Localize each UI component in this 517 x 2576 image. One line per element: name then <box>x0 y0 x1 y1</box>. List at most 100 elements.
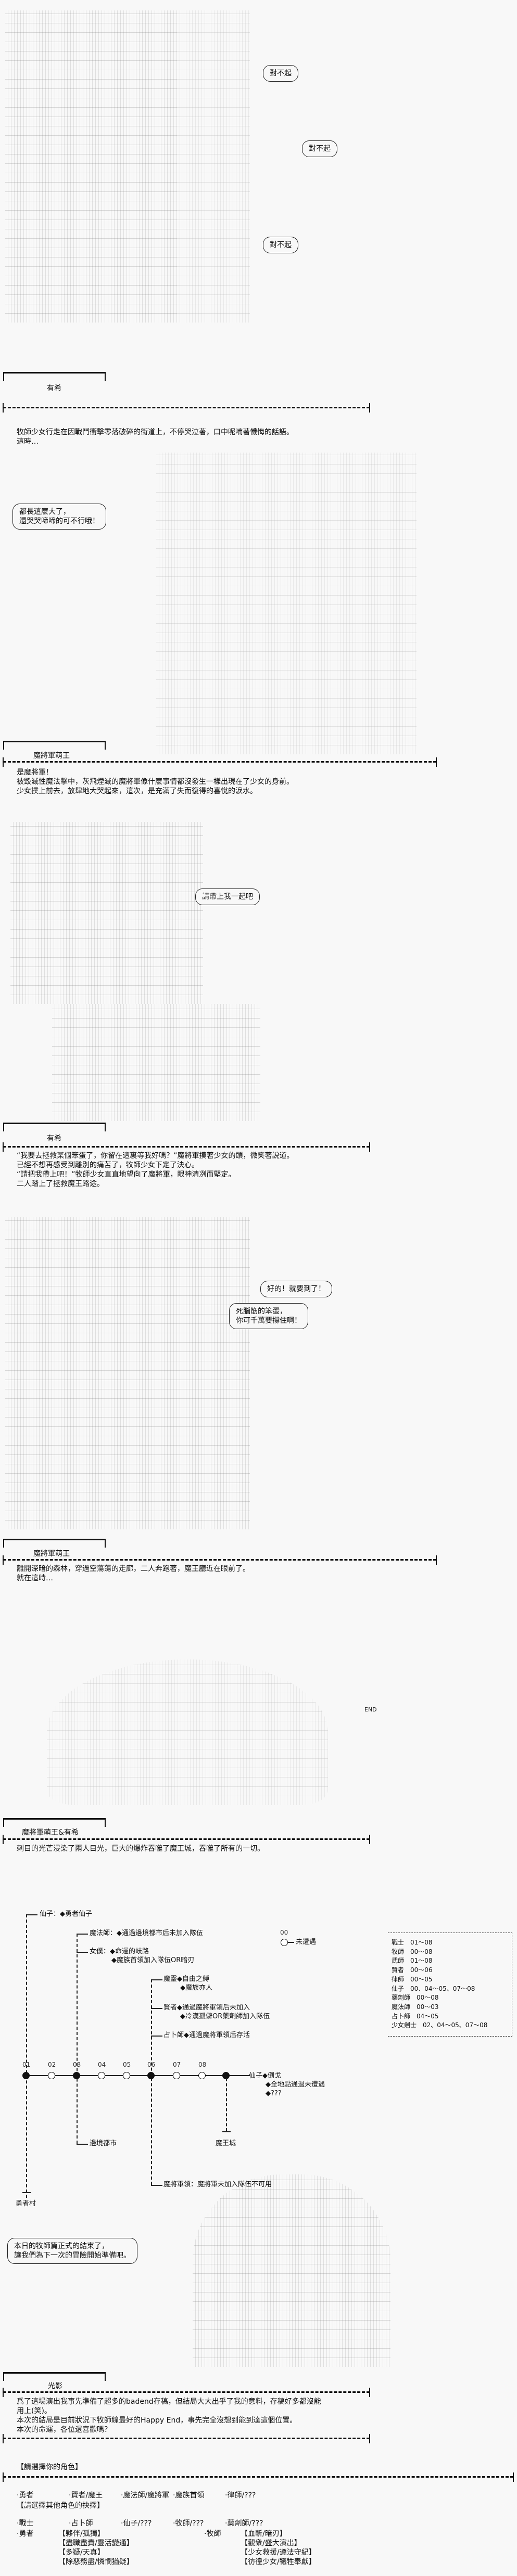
narration: 離開深暗的森林，穿過空蕩蕩的走廊，二人奔跑著，魔王廳近在眼前了。就在這時… <box>17 1565 250 1582</box>
legend-row: 戰士 01～08 <box>392 1939 433 1946</box>
node-label: 03 <box>73 2061 81 2068</box>
route-node <box>48 2072 55 2079</box>
priest-label: ·牧師 <box>204 2530 221 2538</box>
legend-row: 武師 01～08 <box>392 1957 433 1965</box>
choice-option[interactable]: 【多疑/天真】 <box>58 2548 105 2557</box>
role-option[interactable]: ·占卜師 <box>69 2519 93 2528</box>
speaker-name: 光影 <box>48 2382 62 2390</box>
speech-bubble: 對不起 <box>263 65 298 82</box>
choice-option[interactable]: 【除惡務盡/憐憫猶疑】 <box>58 2558 134 2566</box>
speaker-tab <box>3 372 106 381</box>
role-option[interactable]: ·賢者/魔王 <box>69 2491 103 2500</box>
divider <box>3 2388 370 2397</box>
legend-row: 牧師 00～08 <box>392 1948 433 1955</box>
narration: 牧師少女行走在因戰鬥衝擊零落破碎的街道上，不停哭泣著，口中呢喃著懺悔的話語。這時… <box>17 428 294 446</box>
speaker-name: 有希 <box>47 384 61 393</box>
speech-bubble: 好的！就要到了！ <box>260 1281 332 1297</box>
node-label: 08 <box>198 2061 207 2068</box>
location-demon-castle: 魔王城 <box>216 2140 236 2147</box>
speech-bubble: 對不起 <box>263 237 298 253</box>
route-node <box>123 2072 130 2079</box>
legend-row: 律師 00～05 <box>392 1975 433 1983</box>
choice-option[interactable]: 【盡職盡責/靈活變通】 <box>58 2539 134 2547</box>
route-node <box>98 2072 105 2079</box>
divider <box>3 2472 514 2482</box>
narration: 刺目的光芒浸染了兩人目光，巨大的爆炸吞噬了魔王城，吞噬了所有的一切。 <box>17 1845 264 1853</box>
choice-option[interactable]: 【彷徨少女/犧牲奉獻】 <box>241 2558 316 2566</box>
legend-row: 仙子 00、04～05、07～08 <box>392 1985 475 1992</box>
speaker-tab <box>3 2372 106 2381</box>
choice-option[interactable]: 【少女救援/遵法守紀】 <box>241 2548 316 2557</box>
role-selection: 【請選擇你的角色】 ·勇者·賢者/魔王·魔法師/魔將軍·魔族首領·律師/??? … <box>17 2444 277 2538</box>
choices-title: 【請選擇其他角色的抉擇】 <box>17 2502 104 2510</box>
node-label: 05 <box>123 2061 131 2068</box>
choice-option[interactable]: 【夥伴/孤獨】 <box>58 2530 105 2538</box>
location-general-domain: 魔將軍領：魔將軍未加入隊伍不可用 <box>163 2181 272 2188</box>
route-node <box>147 2072 155 2079</box>
route-node <box>173 2072 180 2079</box>
divider <box>3 2434 370 2443</box>
ascii-art-illustration <box>47 1659 328 1805</box>
role-title: 【請選擇你的角色】 <box>17 2463 82 2471</box>
ascii-art-illustration <box>177 10 250 323</box>
role-option[interactable]: ·戰士 <box>17 2519 34 2528</box>
narration: “我要去拯救某個笨蛋了，你留在這裏等我好嗎？”魔將軍摸著少女的頭，微笑著說道。已… <box>17 1152 294 1188</box>
speaker-tab <box>3 1539 106 1548</box>
speaker-name: 魔將軍萌王&有希 <box>22 1828 79 1837</box>
branch-maid: 女僕：◆命運的岐路◆魔族首領加入隊伍OR暗刃 <box>90 1948 195 1964</box>
divider <box>3 1142 370 1152</box>
branch-xianzi: 仙子：◆勇者仙子 <box>40 1910 92 1918</box>
route-node <box>22 2072 30 2079</box>
branch-spirit: 魔靈◆自由之縛◆魔族亦人 <box>163 1975 212 1992</box>
speech-bubble: 都長這麼大了，還哭哭啼啼的可不行哦！ <box>12 504 106 530</box>
branch-mage: 魔法師：◆通過邊境都市后未加入隊伍 <box>90 1929 203 1937</box>
location-border-city: 邊境都市 <box>90 2140 117 2147</box>
speech-bubble: 請帶上我一起吧 <box>195 888 260 905</box>
speech-bubble: 本日的牧師篇正式的結束了，讓我們為下一次的冒險開始準備吧。 <box>7 2238 137 2264</box>
role-option[interactable]: ·仙子/??? <box>121 2519 152 2528</box>
route-node <box>73 2072 80 2079</box>
legend-row: 藥劑師 00～08 <box>392 1994 439 2002</box>
speech-bubble: 死腦筋的笨蛋，你可千萬要撐住啊！ <box>229 1303 308 1329</box>
ascii-art-illustration <box>52 1004 260 1121</box>
route-node <box>198 2072 206 2079</box>
appearance-legend <box>388 1933 512 2037</box>
speaker-tab <box>3 1123 106 1131</box>
role-option[interactable]: ·藥劑師/??? <box>225 2519 263 2528</box>
location-hero-village: 勇者村 <box>16 2200 36 2208</box>
role-option[interactable]: ·魔法師/魔將軍 <box>121 2491 170 2500</box>
speaker-tab <box>3 741 106 750</box>
legend-row: 魔法師 00～03 <box>392 2003 439 2011</box>
route-node-unmet <box>281 1939 288 1946</box>
node-label: 01 <box>22 2061 31 2068</box>
speech-bubble: 對不起 <box>302 140 337 157</box>
role-option[interactable]: ·律師/??? <box>225 2491 256 2500</box>
speaker-name: 魔將軍萌王 <box>33 1550 70 1558</box>
node-label: 02 <box>48 2061 56 2068</box>
speaker-name: 魔將軍萌王 <box>33 752 70 760</box>
legend-row: 占卜師 04～05 <box>392 2012 439 2020</box>
branch-sage: 賢者◆通過魔將軍領后未加入◆冷漠孤僻OR藥劑師加入隊伍 <box>163 2004 270 2020</box>
role-option[interactable]: ·魔族首領 <box>173 2491 205 2500</box>
branch-diviner: 占卜師◆通過魔將軍領后存活 <box>163 2031 250 2039</box>
ascii-art-illustration <box>5 10 177 323</box>
ascii-art-illustration <box>156 453 417 754</box>
legend-row: 少女劍士 02、04～05、07～08 <box>392 2021 488 2029</box>
other-choices: 【請選擇其他角色的抉擇】 ·勇者 【夥伴/孤獨】【盡職盡責/靈活變通】【多疑/天… <box>17 2482 316 2576</box>
narration: 是魔將軍！被毀滅性魔法擊中，灰飛煙滅的魔將軍像什麼事情都沒發生一樣出現在了少女的… <box>17 768 294 795</box>
choice-option[interactable]: 【血斬/暗刃】 <box>241 2530 287 2538</box>
ascii-art-illustration <box>10 822 203 1004</box>
narration: 爲了這場演出我事先準備了超多的badend存稿，但結局大大出乎了我的意料，存稿好… <box>17 2398 321 2434</box>
end-mark: END <box>364 1706 377 1713</box>
unmet-text: 未遭遇 <box>296 1938 317 1946</box>
node-label: 04 <box>98 2061 106 2068</box>
speaker-tab <box>3 1818 106 1827</box>
speaker-name: 有希 <box>47 1135 61 1143</box>
role-option[interactable]: ·勇者 <box>17 2491 34 2500</box>
role-option[interactable]: ·牧師/??? <box>173 2519 204 2528</box>
ascii-art-illustration <box>193 2174 390 2367</box>
divider <box>3 403 370 413</box>
node-label: 06 <box>147 2061 156 2068</box>
node-label: 00 <box>280 1929 288 1936</box>
choice-option[interactable]: 【觀衆/盛大演出】 <box>241 2539 301 2547</box>
